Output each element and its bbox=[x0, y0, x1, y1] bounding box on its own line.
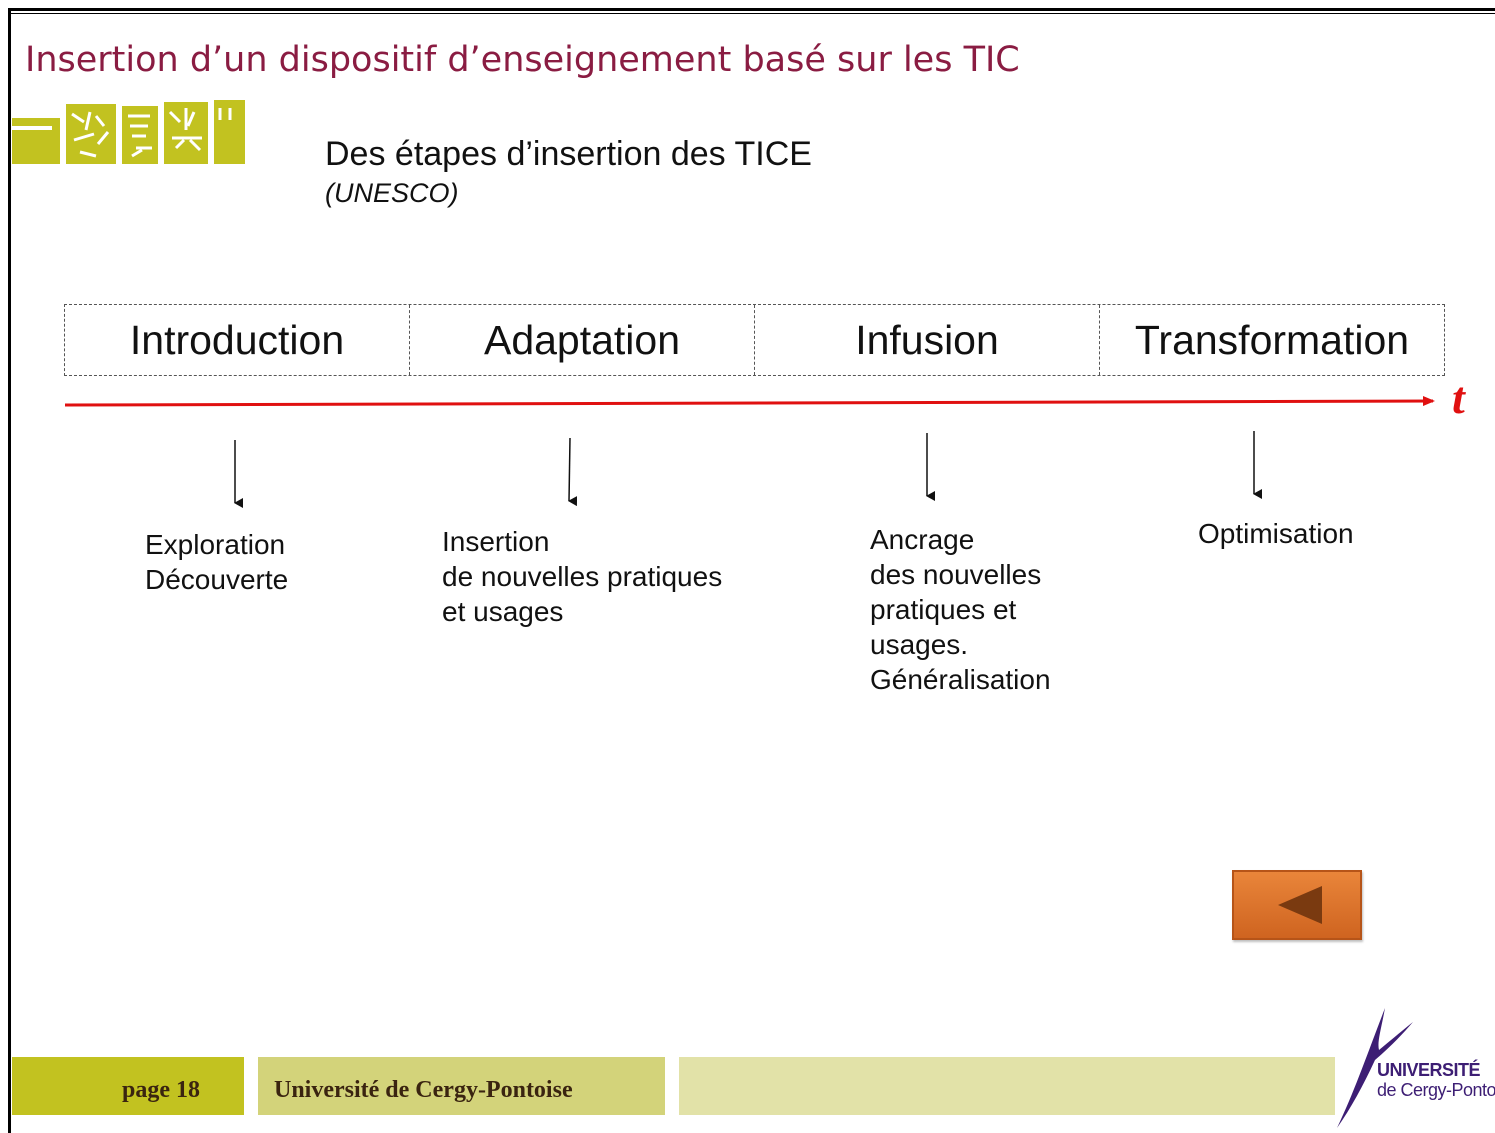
time-axis-arrow bbox=[64, 396, 1435, 407]
phase-transformation: Transformation bbox=[1134, 316, 1410, 363]
subtitle-source: (UNESCO) bbox=[325, 178, 459, 208]
time-axis-label: t bbox=[1452, 372, 1465, 423]
stage-exploration: Exploration Découverte bbox=[145, 529, 289, 595]
slide-left-border bbox=[8, 8, 12, 1133]
footer-university-name: Université de Cergy-Pontoise bbox=[274, 1077, 573, 1103]
slide-header-title: Insertion d’un dispositif d’enseignement… bbox=[25, 40, 1020, 80]
phase-table: Introduction Adaptation Infusion Transfo… bbox=[64, 304, 1445, 376]
footer-page-number: page 18 bbox=[122, 1077, 200, 1103]
phase-adaptation: Adaptation bbox=[410, 305, 755, 375]
stage-ancrage: Ancrage des nouvelles pratiques et usage… bbox=[870, 524, 1051, 695]
footer-university-bar bbox=[258, 1057, 665, 1115]
decorative-glyph-logo bbox=[12, 100, 245, 164]
footer-page-bar bbox=[12, 1057, 244, 1115]
stage-optimisation: Optimisation bbox=[1198, 518, 1354, 549]
phase-introduction: Introduction bbox=[65, 305, 410, 375]
slide-subtitle: Des étapes d’insertion des TICE bbox=[325, 135, 812, 173]
stage-arrow-2 bbox=[568, 437, 578, 507]
stage-insertion: Insertion de nouvelles pratiques et usag… bbox=[442, 526, 723, 627]
university-figure-icon bbox=[1337, 1008, 1413, 1128]
footer-filler-bar bbox=[679, 1057, 1335, 1115]
triangle-left-icon bbox=[1278, 886, 1322, 924]
university-logo: UNIVERSITÉ de Cergy-Pontoise bbox=[1335, 1000, 1495, 1133]
phase-infusion: Infusion bbox=[755, 305, 1100, 375]
back-button[interactable] bbox=[1232, 870, 1362, 940]
slide-top-border bbox=[8, 8, 1495, 14]
